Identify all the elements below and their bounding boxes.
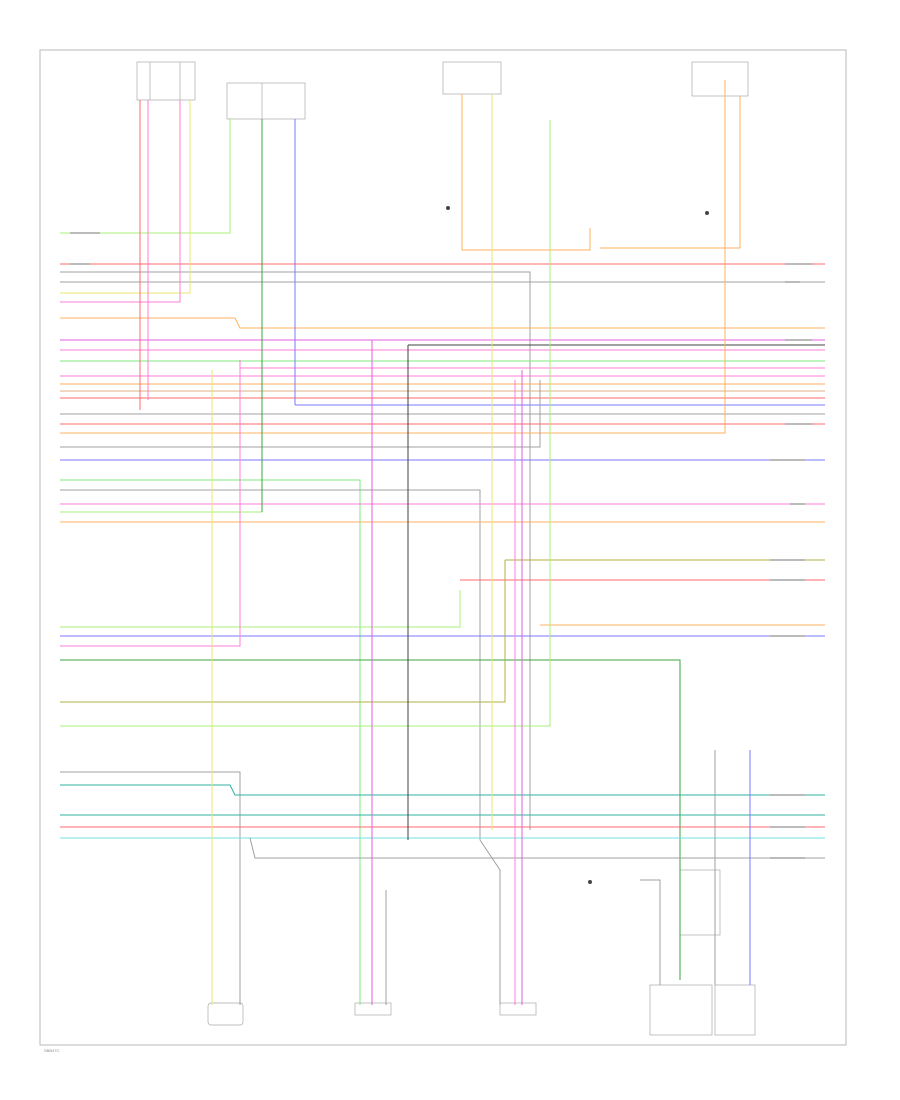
wire-green-23 [60, 479, 361, 1005]
wire-gray-3 [60, 271, 531, 830]
component-top-left-connector [136, 61, 196, 101]
ground-symbol-top-middle [446, 206, 450, 210]
wire-gray-vertical-17 [479, 839, 501, 1005]
component-bottom-sensor-1 [207, 1002, 244, 1026]
wire-pink-6 [60, 100, 181, 303]
wire-pink-33 [60, 360, 241, 647]
wire-gray-37 [60, 771, 241, 1005]
component-top-center-block [226, 82, 306, 120]
wire-orange-7 [60, 317, 825, 329]
component-bottom-module [649, 984, 713, 1036]
wire-lightgreen-31 [60, 590, 461, 628]
ground-symbol-bottom [588, 880, 592, 884]
wire-lightgreen-36 [60, 120, 551, 727]
component-top-right-connector [691, 61, 749, 97]
label-marks [70, 232, 812, 859]
wire-yellow-5 [60, 100, 191, 294]
wire-teal-38 [60, 784, 825, 796]
component-bottom-fuel-pump [714, 984, 756, 1036]
component-top-middle-connector [442, 61, 502, 95]
component-bottom-sensor-3 [499, 1002, 537, 1016]
wire-gray-42 [249, 837, 825, 859]
page-code: SBB47C [44, 1048, 59, 1053]
component-bottom-sensor-2 [354, 1002, 392, 1016]
component-right-fuse-block [679, 869, 721, 936]
wire-orange-20 [60, 80, 726, 434]
wire-gray-21 [60, 380, 541, 448]
wire-light-green-1 [60, 118, 231, 234]
wire-olive-35 [60, 560, 506, 703]
wire-darkgreen-34 [60, 659, 681, 980]
wires [60, 80, 825, 1005]
diagram-border [39, 49, 847, 1046]
wire-orange-vertical-5 [461, 94, 591, 251]
wire-orange-vertical-7 [600, 96, 741, 249]
wire-gray-vertical-16 [640, 879, 661, 985]
ground-symbol-top-right [705, 211, 709, 215]
wire-lightgreen-26 [60, 119, 263, 513]
wire-gray-24 [60, 489, 481, 840]
